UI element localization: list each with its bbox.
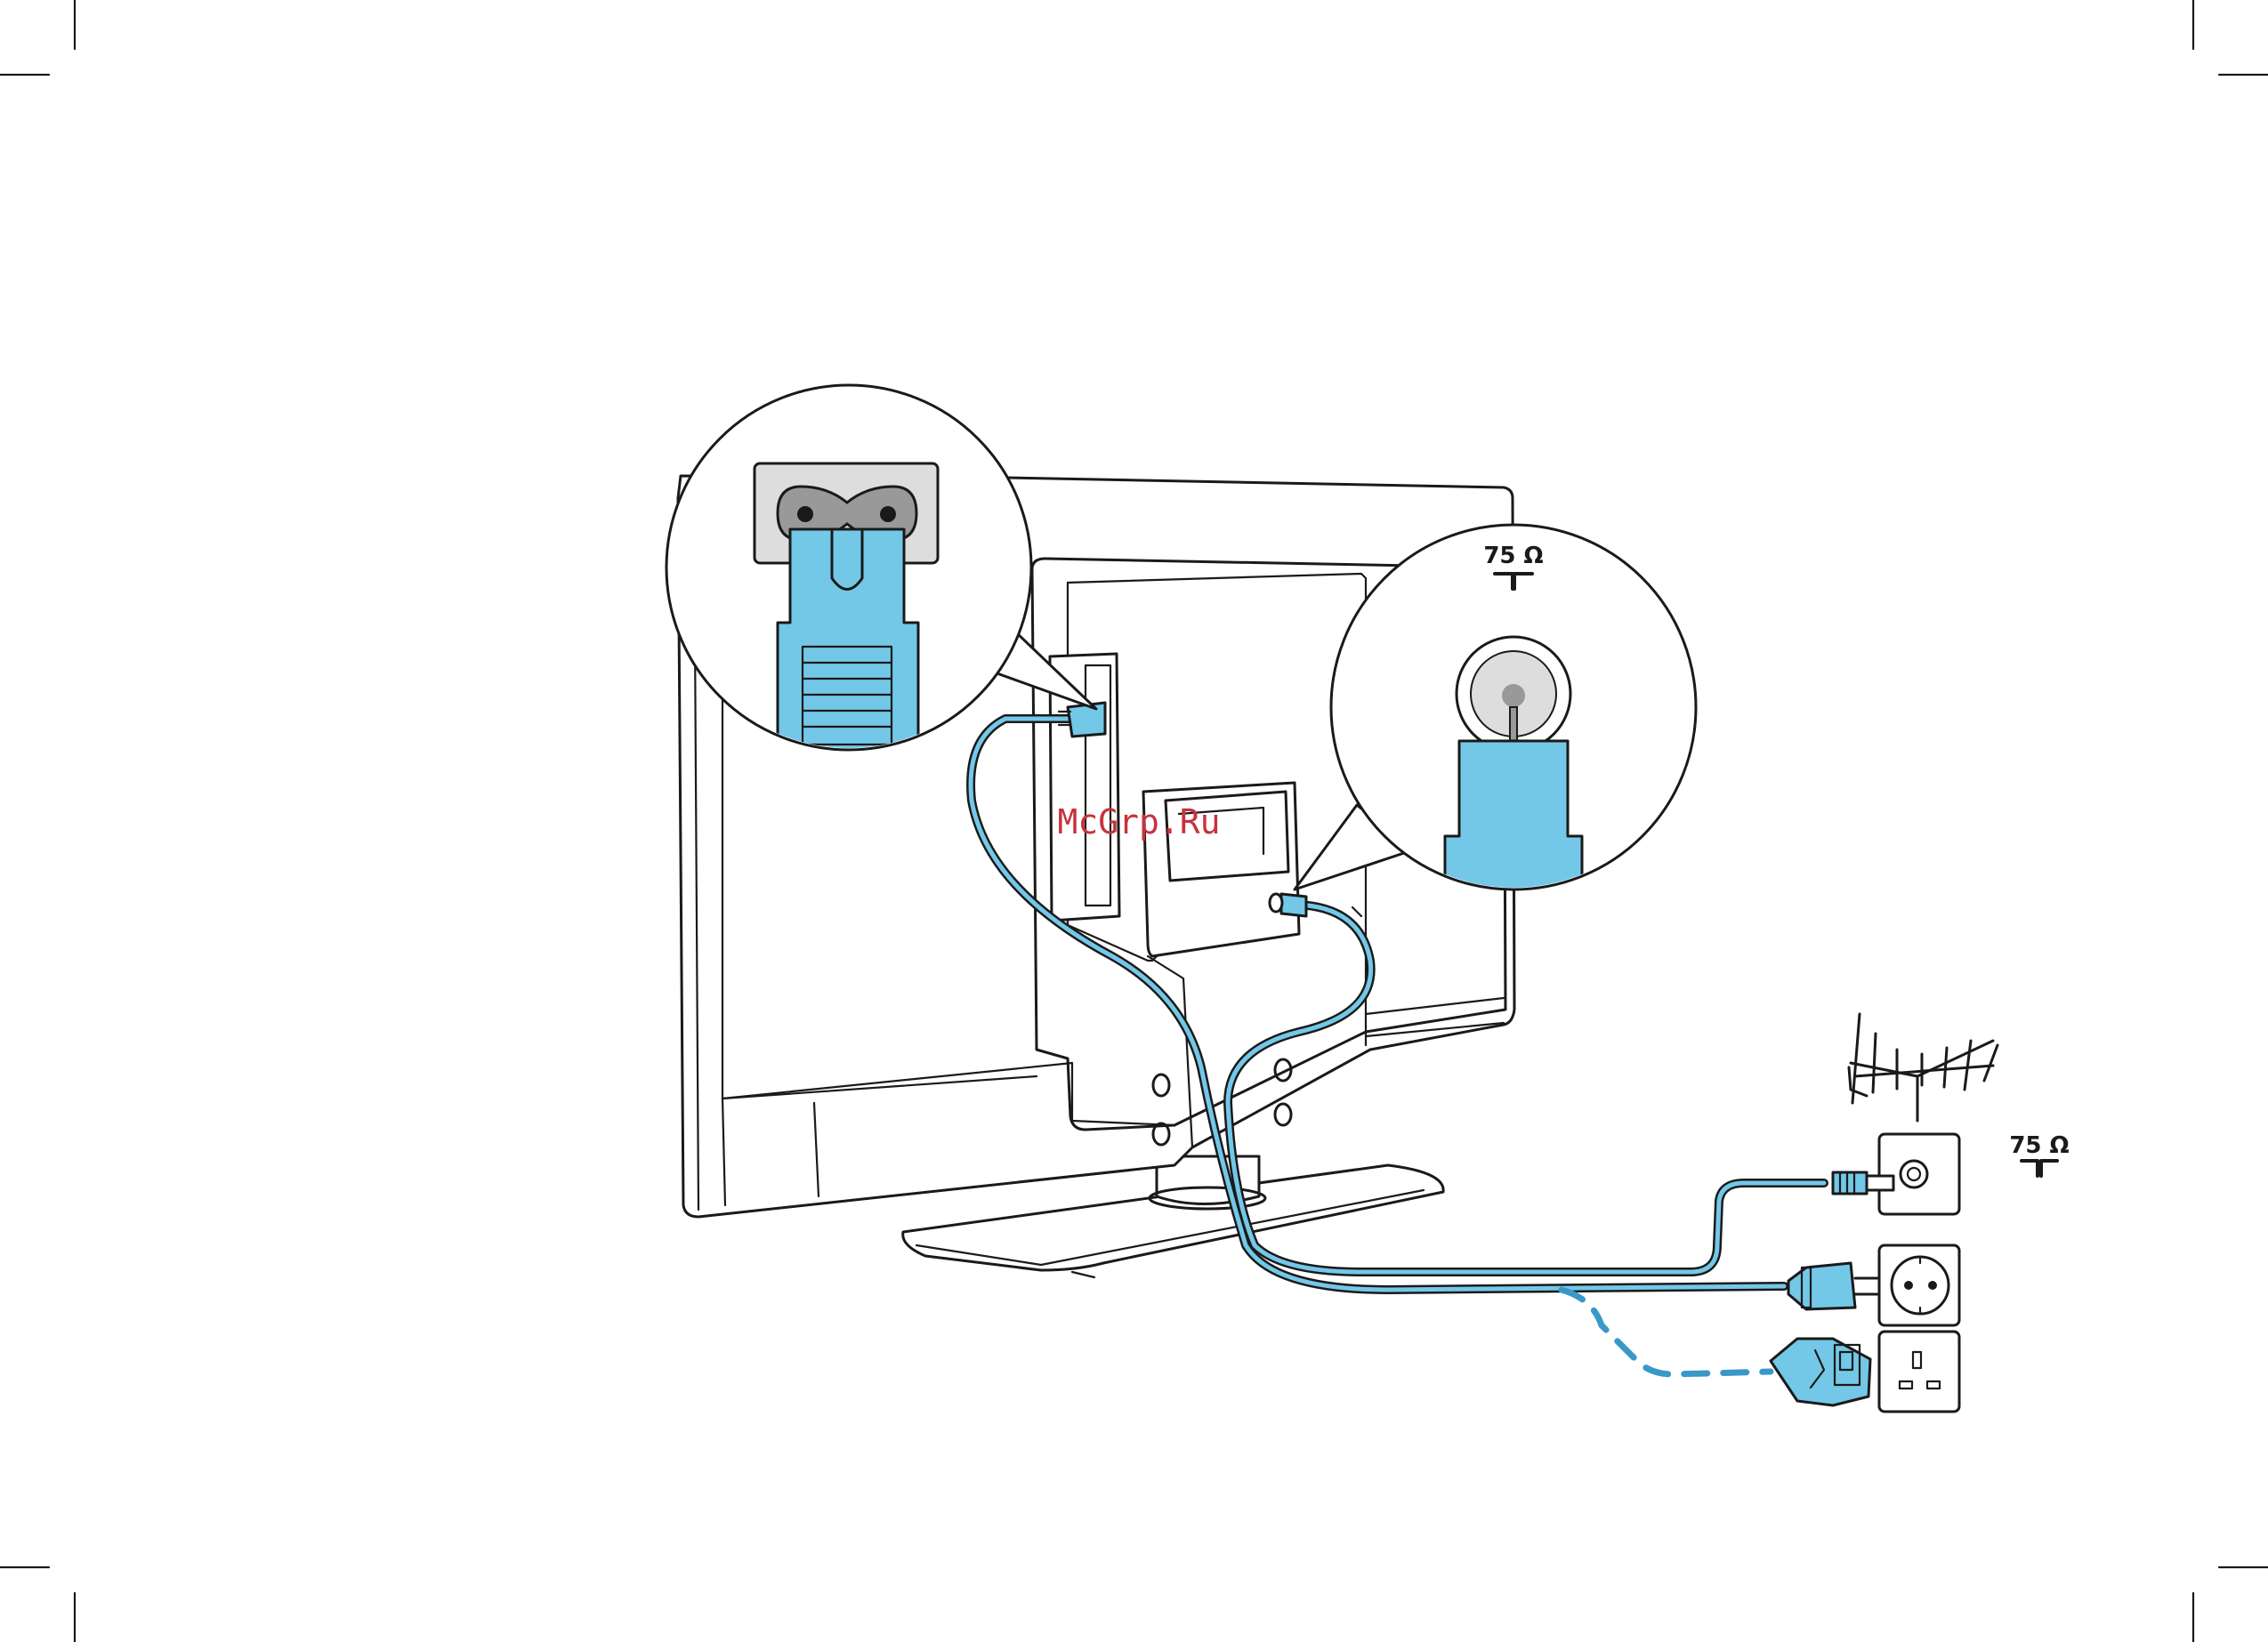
eu-plug-icon xyxy=(1788,1263,1877,1309)
antenna-plug-at-tv xyxy=(1270,894,1306,916)
antenna-plug-icon xyxy=(1445,741,1582,898)
uk-plug-icon xyxy=(1771,1339,1870,1405)
uk-alternative-cable xyxy=(1562,1290,1771,1374)
uk-outlet-icon xyxy=(1879,1332,1959,1412)
wall-antenna-socket xyxy=(1833,1134,1959,1214)
watermark: McGrp.Ru xyxy=(1057,802,1220,841)
antenna-icon xyxy=(1849,1014,1998,1121)
impedance-label-wall: 75 Ω xyxy=(2009,1132,2069,1159)
eu-outlet-icon xyxy=(1879,1245,1959,1325)
impedance-label-zoom: 75 Ω xyxy=(1483,543,1543,569)
coax-symbol-wall-icon xyxy=(2022,1161,2057,1176)
